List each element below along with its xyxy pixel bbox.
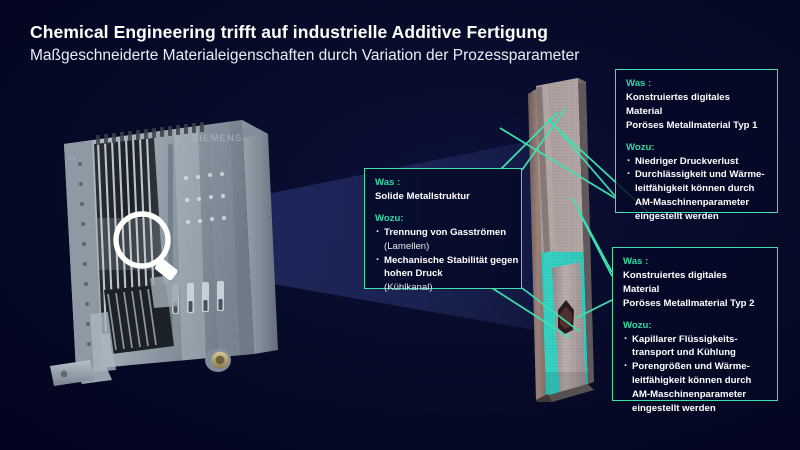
callout-solid-metal-structure[interactable]: Was : Solide Metallstruktur Wozu: Trennu… <box>364 168 522 293</box>
callout-item-cont: AM-Maschinenparameter <box>635 197 750 209</box>
callout-item: Niedriger Druckverlust <box>626 154 768 170</box>
callout-was-line: Material <box>626 105 663 117</box>
callout-item: Mechanische Stabilität gegen <box>375 253 518 269</box>
callout-porous-material-type-1[interactable]: Was : Konstruiertes digitales Material P… <box>615 69 778 222</box>
printed-column-specimen <box>516 72 612 402</box>
page-subtitle: Maßgeschneiderte Materialeigenschaften d… <box>30 46 580 64</box>
callout-item-cont: eingestellt werden <box>632 403 716 415</box>
callout-item-cont: hohen Druck <box>384 268 443 280</box>
callout-wozu-label: Wozu: <box>626 141 655 153</box>
page-title: Chemical Engineering trifft auf industri… <box>30 22 549 42</box>
callout-porous-material-type-2[interactable]: Was : Konstruiertes digitales Material P… <box>612 247 778 414</box>
callout-item-cont: leitfähigkeit können durch <box>635 183 755 195</box>
callout-item-cont: transport und Kühlung <box>632 347 736 359</box>
callout-was-line: Konstruiertes digitales <box>626 91 730 103</box>
callout-item-cont: leitfähigkeit können durch <box>632 375 752 387</box>
callout-was-line: Poröses Metallmaterial Typ 2 <box>623 297 755 309</box>
siemens-heat-exchanger-image: SIEMENS SE <box>46 108 296 393</box>
svg-text:SE: SE <box>68 155 78 162</box>
title-block: Chemical Engineering trifft auf industri… <box>30 22 670 66</box>
callout-was-label: Was : <box>623 256 649 267</box>
callout-wozu-label: Wozu: <box>375 212 404 224</box>
spacer <box>375 204 512 212</box>
callout-item: Durchlässigkeit und Wärme- <box>626 167 768 183</box>
callout-was-line: Konstruiertes digitales <box>623 269 727 281</box>
callout-was-label: Was : <box>375 177 401 188</box>
callout-item-cont: AM-Maschinenparameter <box>632 389 747 401</box>
spacer <box>626 133 768 141</box>
callout-was-line: Material <box>623 283 660 295</box>
spacer <box>623 311 768 319</box>
callout-was-line: Solide Metallstruktur <box>375 190 470 202</box>
callout-was-line: Poröses Metallmaterial Typ 1 <box>626 119 758 131</box>
callout-item-note: (Lamellen) <box>384 240 430 252</box>
callout-was-label: Was : <box>626 78 652 89</box>
callout-item-cont: eingestellt werden <box>635 211 719 223</box>
callout-item: Porengrößen und Wärme- <box>623 359 768 375</box>
callout-item-note: (Kühlkanal) <box>384 282 433 294</box>
callout-item: Kapillarer Flüssigkeits- <box>623 332 768 348</box>
callout-item: Trennung von Gasströmen <box>375 225 512 241</box>
siemens-brand-label: SIEMENS <box>192 133 242 144</box>
callout-wozu-label: Wozu: <box>623 319 652 331</box>
